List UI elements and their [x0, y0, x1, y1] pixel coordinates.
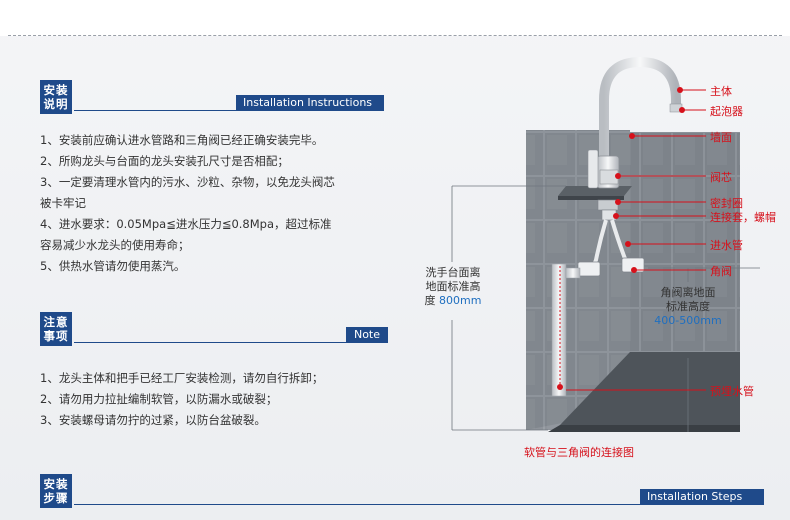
basin-height-callout: 洗手台面离 地面标准高 度 800mm [420, 266, 486, 308]
faucet-handle [587, 149, 599, 189]
label-main-body: 主体 [710, 85, 732, 98]
countertop-edge [558, 196, 624, 200]
connector-marker [613, 213, 619, 219]
diagram-caption: 软管与三角阀的连接图 [524, 446, 634, 459]
steps-badge-line2: 步骤 [43, 491, 69, 505]
embedded-pipe [551, 263, 567, 397]
body-marker [677, 87, 683, 93]
seal-marker [615, 199, 621, 205]
label-embedded-pipe: 预埋水管 [710, 385, 754, 398]
basin-height-line3: 度 [424, 294, 436, 307]
valve-height-line1: 角阀离地面 [660, 286, 716, 299]
install-badge: 安装 说明 [40, 80, 72, 114]
faucet-spout [599, 56, 681, 175]
basin-height-line2: 地面标准高 [425, 280, 481, 293]
valve-core-marker [615, 173, 621, 179]
leader-lines [559, 89, 706, 391]
note-item: 3、安装螺母请勿拧的过紧，以防台盆破裂。 [40, 413, 266, 427]
note-title: Note [346, 327, 388, 343]
valve-height-callout: 角阀离地面 标准高度 400-500mm [650, 286, 726, 328]
install-badge-line2: 说明 [43, 97, 69, 111]
note-item: 2、请勿用力拉扯编制软管，以防漏水或破裂； [40, 392, 278, 406]
install-title: Installation Instructions [236, 95, 384, 111]
label-seal-ring: 密封圈 [710, 197, 743, 210]
wall-marker [629, 133, 635, 139]
wall-tiles [630, 132, 740, 352]
install-item: 5、供热水管请勿使用蒸汽。 [40, 259, 186, 273]
note-badge: 注意 事项 [40, 312, 72, 346]
steps-title: Installation Steps [640, 489, 764, 505]
steps-title-rule [74, 504, 764, 505]
floor [560, 352, 740, 425]
pipe-elbow [565, 267, 581, 279]
floor-edge [548, 425, 740, 432]
install-title-rule [74, 110, 384, 111]
install-item: 3、一定要清理水管内的污水、沙粒、杂物，以免龙头阀芯 [40, 175, 335, 189]
valve-height-line2: 标准高度 [666, 300, 710, 313]
inlet-marker [625, 241, 631, 247]
top-divider [8, 35, 782, 36]
note-title-rule [74, 342, 388, 343]
angle-valve-left [577, 261, 601, 277]
basin-height-line3-wrap: 度 800mm [420, 294, 486, 308]
label-connector-nut: 连接套，螺帽 [710, 211, 776, 224]
pipe-marker [557, 384, 563, 390]
label-angle-valve: 角阀 [710, 265, 732, 278]
install-item: 2、所购龙头与台面的龙头安装孔尺寸是否相配； [40, 154, 289, 168]
note-badge-line1: 注意 [43, 315, 69, 329]
install-item: 容易减少水龙头的使用寿命； [40, 238, 190, 252]
note-badge-line2: 事项 [43, 329, 69, 343]
label-aerator: 起泡器 [710, 105, 743, 118]
basin-height-value: 800mm [439, 294, 482, 307]
note-item: 1、龙头主体和把手已经工厂安装检测，请勿自行拆卸； [40, 371, 324, 385]
note-list: 1、龙头主体和把手已经工厂安装检测，请勿自行拆卸； 2、请勿用力拉扯编制软管，以… [40, 368, 323, 431]
install-item: 1、安装前应确认进水管路和三角阀已经正确安装完毕。 [40, 133, 324, 147]
aerator-marker [679, 107, 685, 113]
top-banner [0, 0, 790, 36]
steps-badge-line1: 安装 [43, 477, 69, 491]
angle-valve-marker [631, 267, 637, 273]
label-valve-core: 阀芯 [710, 171, 732, 184]
countertop [558, 186, 632, 196]
label-inlet-pipe: 进水管 [710, 239, 743, 252]
install-item: 4、进水要求：0.05Mpa≦进水压力≦0.8Mpa，超过标准 [40, 217, 332, 231]
install-list: 1、安装前应确认进水管路和三角阀已经正确安装完毕。 2、所购龙头与台面的龙头安装… [40, 130, 335, 277]
steps-badge: 安装 步骤 [40, 474, 72, 508]
install-item: 被卡牢记 [40, 196, 86, 210]
install-badge-line1: 安装 [43, 83, 69, 97]
label-wall: 墙面 [710, 131, 732, 144]
valve-height-value: 400-500mm [654, 314, 722, 327]
basin-height-line1: 洗手台面离 [425, 266, 481, 279]
